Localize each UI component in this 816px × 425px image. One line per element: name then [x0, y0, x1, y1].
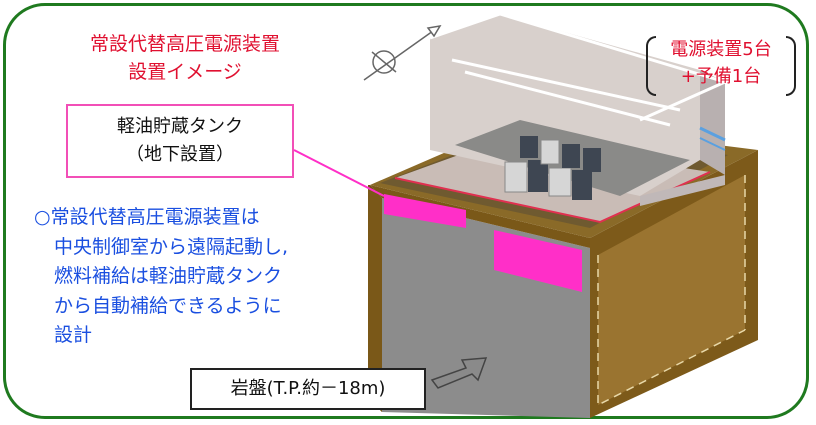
title: 常設代替高圧電源装置 設置イメージ: [40, 30, 330, 86]
title-line2: 設置イメージ: [128, 61, 242, 83]
tank-leader-line: [293, 149, 385, 197]
concrete-right-inner: [598, 175, 745, 405]
tank-highlight-right: [494, 230, 582, 292]
tank-label-box: 軽油貯蔵タンク （地下設置）: [66, 104, 294, 178]
tank-highlight-left: [384, 194, 466, 228]
north-arrow-icon: [363, 24, 442, 81]
building-right-wall: [700, 70, 725, 175]
bedrock-label: 岩盤(T.P.約－18m): [190, 368, 426, 410]
soil-top-strip: [370, 185, 590, 248]
description: ○常設代替高圧電源装置は 中央制御室から遠隔起動し, 燃料補給は軽油貯蔵タンク …: [34, 203, 288, 351]
description-line4: から自動補給できるように: [54, 294, 282, 317]
description-line2: 中央制御室から遠隔起動し,: [54, 235, 289, 258]
left-bracket: [646, 36, 656, 96]
title-line1: 常設代替高圧電源装置: [89, 33, 280, 55]
gray-arrow-icon: [430, 357, 488, 389]
tank-label-line1: 軽油貯蔵タンク: [117, 116, 243, 137]
outer-frame: [3, 3, 809, 419]
description-line5: 設計: [54, 324, 93, 346]
power-units-line2: +予備1台: [680, 66, 762, 87]
power-units-line1: 電源装置5台: [670, 39, 772, 60]
description-line3: 燃料補給は軽油貯蔵タンク: [54, 265, 283, 287]
power-units-label: 電源装置5台 +予備1台: [646, 32, 796, 102]
generator-units: [504, 136, 601, 200]
right-bracket: [786, 36, 796, 96]
description-line1: ○常設代替高圧電源装置は: [34, 206, 260, 228]
tank-label-line2: （地下設置）: [126, 144, 234, 165]
soil-left-strip: [368, 185, 382, 412]
